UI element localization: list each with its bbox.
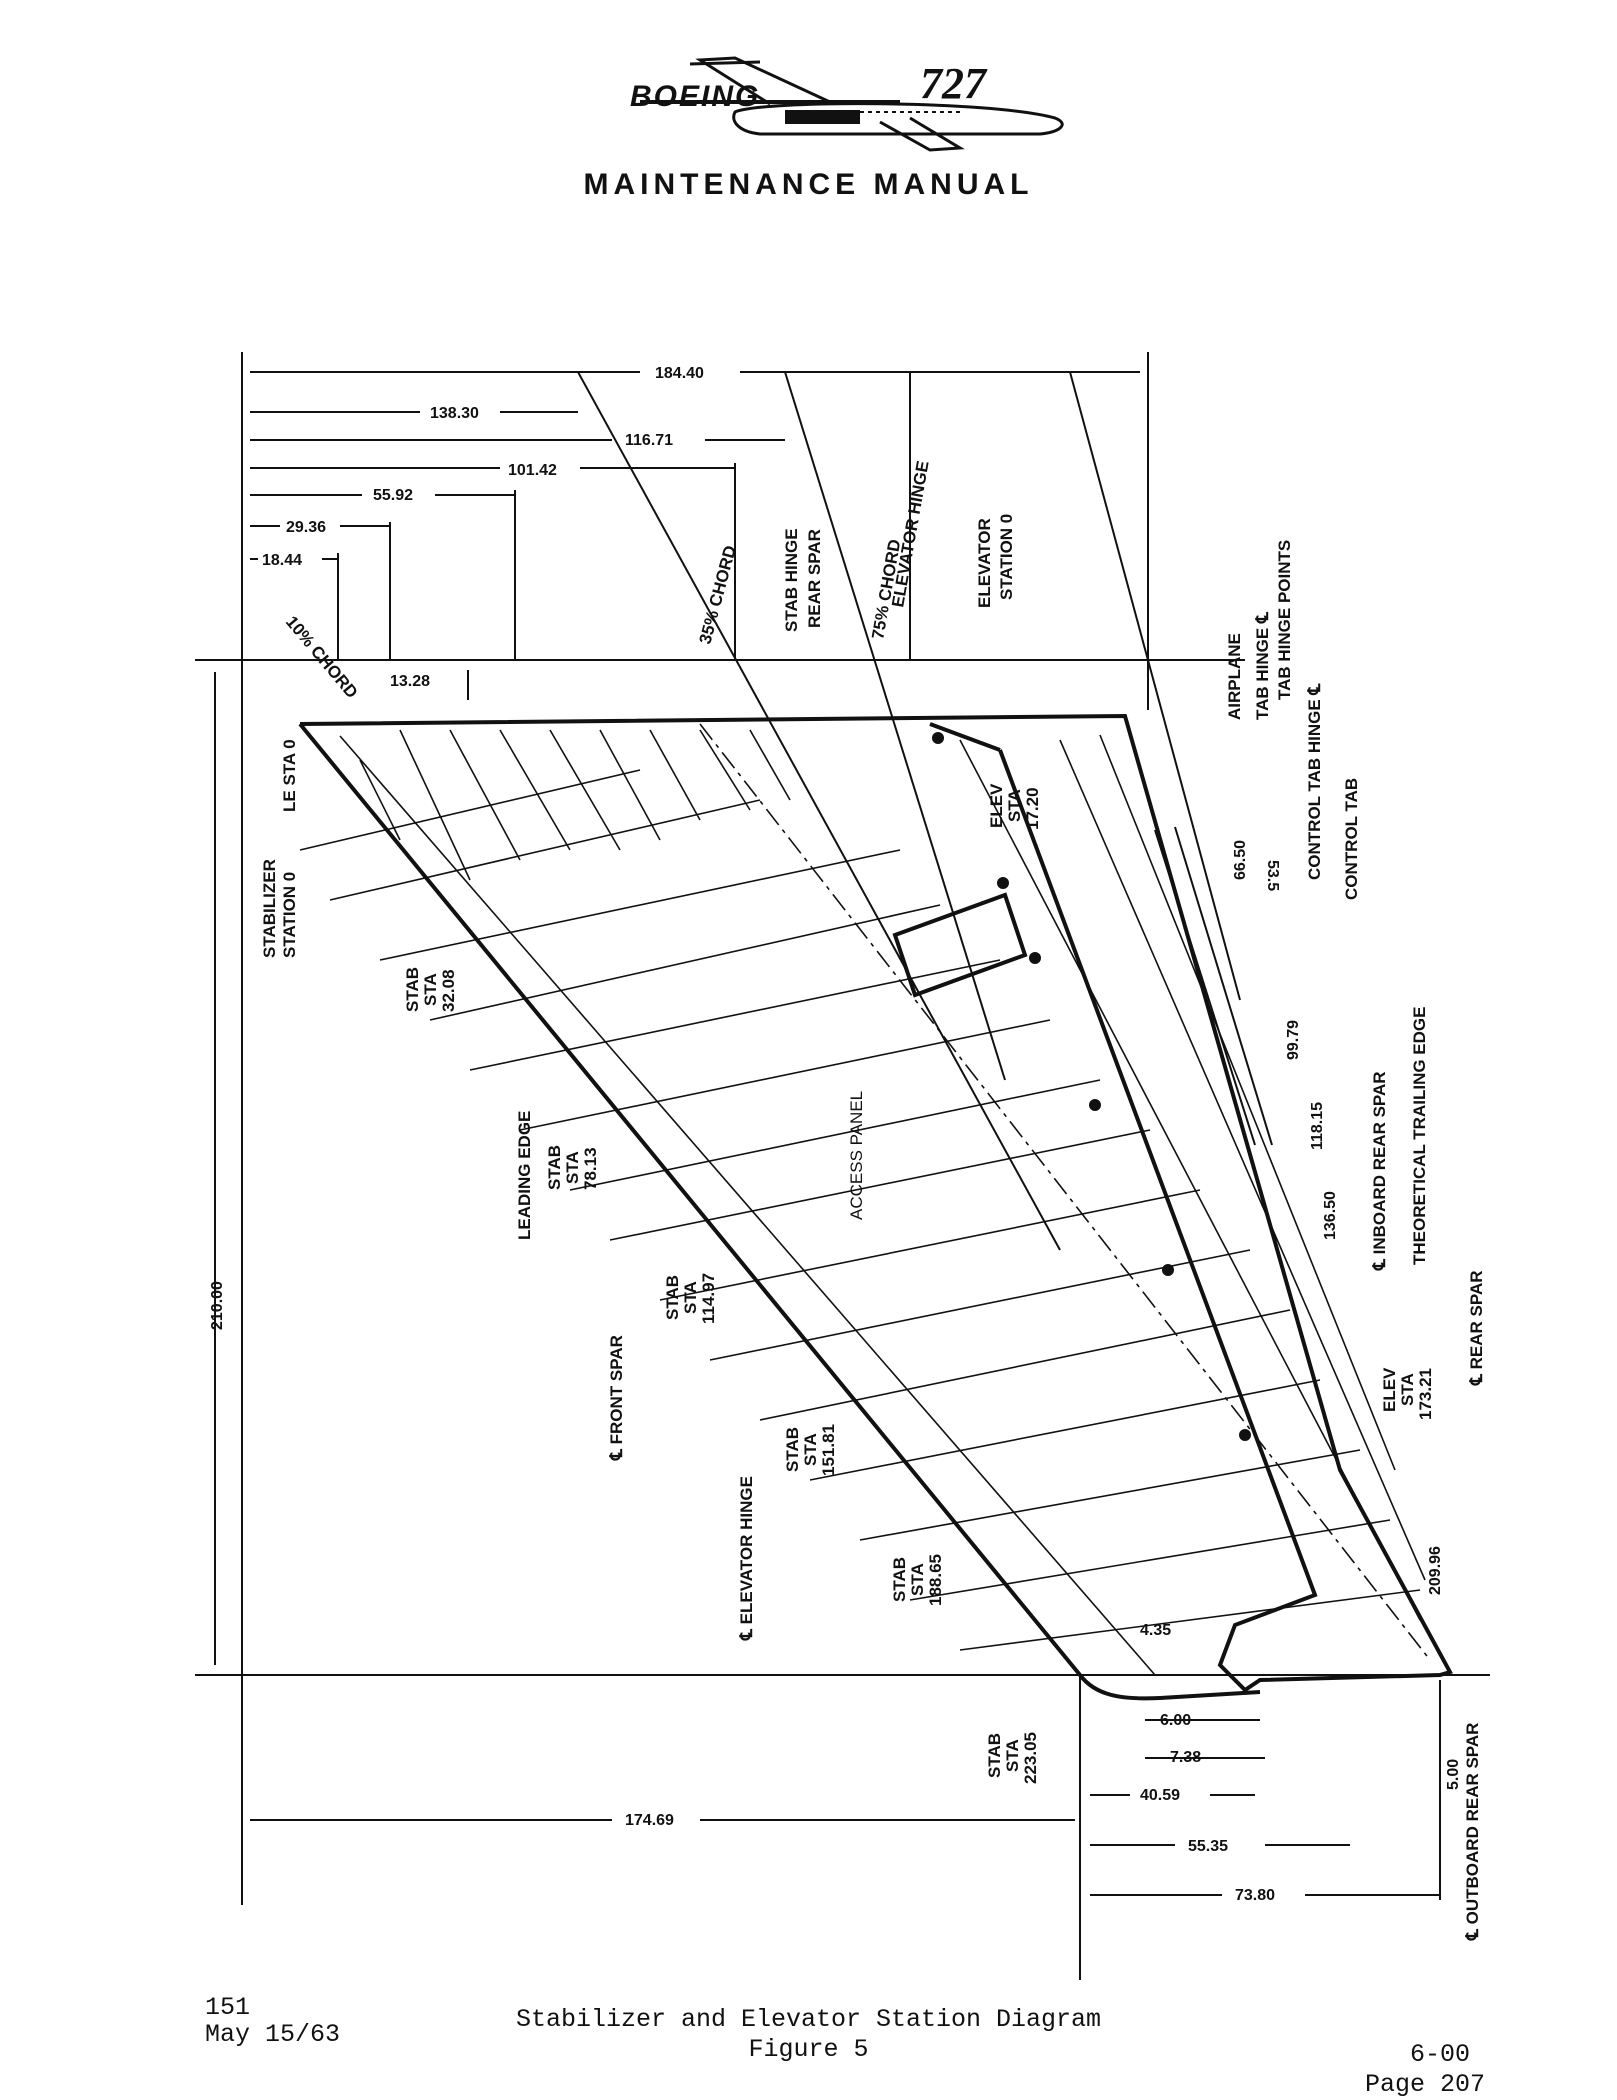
dim-184-40: 184.40	[655, 365, 704, 382]
footer-page: Page 207	[1365, 2070, 1486, 2099]
label-inboard-rear-spar: ℄ INBOARD REAR SPAR	[1370, 1071, 1389, 1271]
label-control-tab: CONTROL TAB	[1342, 778, 1361, 900]
label-elevator-hinge: ℄ ELEVATOR HINGE	[737, 1476, 756, 1641]
dim-5-00: 5.00	[1445, 1759, 1462, 1790]
dim-116-71: 116.71	[625, 432, 673, 449]
boeing-brand: BOEING	[630, 80, 761, 113]
stab-sta-4-stab: STAB	[783, 1427, 802, 1472]
elev-sta-2-sta: STA	[1398, 1373, 1417, 1406]
label-stabilizer: STABILIZER	[260, 859, 279, 958]
stab-sta-188-65: 188.65	[926, 1554, 945, 1606]
dim-118-15: 118.15	[1309, 1102, 1326, 1150]
stab-sta-6-stab: STAB	[985, 1733, 1004, 1778]
elev-sta-17-20: 17.20	[1023, 787, 1042, 830]
elev-sta-173-21: 173.21	[1416, 1368, 1435, 1420]
stab-sta-5-sta: STA	[908, 1563, 927, 1596]
dim-101-42: 101.42	[508, 462, 557, 479]
stab-sta-3-stab: STAB	[663, 1275, 682, 1320]
elev-sta-1-elev: ELEV	[987, 783, 1006, 828]
label-access-panel: ACCESS PANEL	[847, 1091, 866, 1220]
dim-13-28: 13.28	[390, 673, 430, 690]
boeing-727-logo-icon	[640, 56, 1064, 152]
dim-138-30: 138.30	[430, 405, 479, 422]
stab-sta-1-sta: STA	[421, 973, 440, 1006]
label-front-spar: ℄ FRONT SPAR	[607, 1335, 626, 1461]
stab-sta-32-08: 32.08	[439, 969, 458, 1012]
dim-210-00: 210.00	[209, 1281, 226, 1330]
dim-209-96: 209.96	[1427, 1546, 1444, 1595]
header: BOEING 727 MAINTENANCE MANUAL	[0, 0, 1617, 220]
label-elevator-station-0: STATION 0	[997, 514, 1016, 600]
label-leading-edge: LEADING EDGE	[515, 1111, 534, 1240]
dim-99-79: 99.79	[1285, 1020, 1302, 1060]
dim-29-36: 29.36	[286, 519, 326, 536]
label-tab-hinge-cl: TAB HINGE ℄	[1253, 611, 1272, 720]
footer-date: May 15/63	[205, 2020, 341, 2049]
footer-section: 6-00	[1410, 2040, 1471, 2069]
label-le-sta-0: LE STA 0	[280, 739, 299, 812]
footer-number: 151	[205, 1993, 251, 2022]
front-spar-line	[339, 735, 1156, 1676]
elev-sta-2-elev: ELEV	[1380, 1367, 1399, 1412]
label-10-chord: 10% CHORD	[282, 612, 362, 702]
elev-sta-1-sta: STA	[1005, 789, 1024, 822]
label-elevator: ELEVATOR	[975, 518, 994, 608]
footer-caption: Stabilizer and Elevator Station Diagram	[515, 2005, 1102, 2034]
dim-4-35: 4.35	[1140, 1622, 1171, 1639]
footer-figure: Figure 5	[748, 2035, 869, 2064]
access-panel	[892, 892, 1028, 998]
label-airplane: AIRPLANE	[1225, 633, 1244, 720]
dim-73-80: 73.80	[1235, 1887, 1275, 1904]
stab-sta-151-81: 151.81	[819, 1424, 838, 1476]
dim-174-69: 174.69	[625, 1812, 674, 1829]
stab-sta-78-13: 78.13	[581, 1147, 600, 1190]
dim-18-44: 18.44	[262, 552, 302, 569]
stab-sta-4-sta: STA	[801, 1433, 820, 1466]
label-stabilizer-station-0: STATION 0	[280, 872, 299, 958]
label-rear-spar: REAR SPAR	[805, 529, 824, 628]
label-cl-rear-spar: ℄ REAR SPAR	[1467, 1270, 1486, 1386]
stab-sta-223-05: 223.05	[1021, 1732, 1040, 1784]
stab-sta-3-sta: STA	[681, 1281, 700, 1314]
label-tab-hinge-points: TAB HINGE POINTS	[1275, 540, 1294, 700]
dim-40-59: 40.59	[1140, 1787, 1180, 1804]
label-theoretical-trailing-edge: THEORETICAL TRAILING EDGE	[1410, 1007, 1429, 1265]
label-outboard-rear-spar: ℄ OUTBOARD REAR SPAR	[1463, 1723, 1482, 1941]
label-stab-hinge: STAB HINGE	[782, 528, 801, 632]
dim-66-50: 66.50	[1232, 840, 1249, 880]
stab-sta-2-stab: STAB	[545, 1145, 564, 1190]
dim-55-35: 55.35	[1188, 1838, 1228, 1855]
stab-sta-114-97: 114.97	[699, 1273, 718, 1324]
label-control-tab-hinge: CONTROL TAB HINGE ℄	[1305, 683, 1324, 880]
dim-136-50: 136.50	[1322, 1191, 1339, 1240]
dim-53-5: 53.5	[1264, 860, 1281, 891]
manual-title: MAINTENANCE MANUAL	[583, 168, 1034, 201]
dim-55-92: 55.92	[373, 487, 413, 504]
stab-sta-5-stab: STAB	[890, 1557, 909, 1602]
label-35-chord: 35% CHORD	[696, 543, 741, 646]
label-elevator-hinge-top: ELEVATOR HINGE	[888, 459, 932, 608]
model-number: 727	[920, 59, 986, 108]
stab-sta-6-sta: STA	[1003, 1739, 1022, 1772]
stab-sta-1-stab: STAB	[403, 967, 422, 1012]
stab-sta-2-sta: STA	[563, 1151, 582, 1184]
